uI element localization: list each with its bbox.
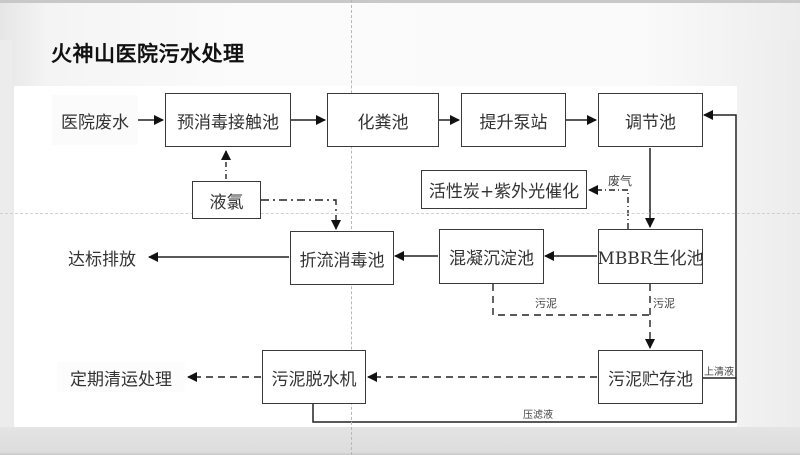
edge-filtrate-return: [312, 378, 737, 423]
node-source: 医院废水: [52, 95, 138, 145]
guide-line-horizontal: [0, 213, 800, 214]
node-pre-disinfection: 预消毒接触池: [165, 93, 291, 147]
node-baffled-disinfection: 折流消毒池: [290, 231, 394, 285]
node-sludge-storage: 污泥贮存池: [598, 350, 703, 404]
node-discharge: 达标排放: [58, 240, 146, 274]
node-coagulation-sedimentation: 混凝沉淀池: [439, 229, 544, 284]
edge-waste-gas: [588, 185, 629, 229]
node-periodic-removal: 定期清运处理: [57, 362, 185, 392]
edge-sedimentation-sludge: [492, 284, 650, 316]
right-shade: [737, 40, 800, 427]
node-gas-treatment: 活性炭+紫外光催化: [421, 170, 587, 209]
edge-supernatant-return: [703, 110, 737, 379]
label-supernatant: 上清液: [704, 367, 734, 378]
node-liquid-chlorine: 液氯: [192, 181, 261, 219]
label-filtrate: 压滤液: [523, 410, 553, 421]
node-sludge-dewatering: 污泥脱水机: [262, 350, 366, 404]
top-border: [0, 0, 800, 3]
edge-chlorine-to-baffled: [261, 199, 341, 230]
guide-line-vertical: [351, 0, 352, 455]
node-pump-station: 提升泵站: [461, 93, 566, 147]
label-sludge-right: 污泥: [653, 297, 675, 310]
node-septic-tank: 化粪池: [327, 93, 439, 147]
node-regulating-tank: 调节池: [598, 93, 703, 147]
page-title: 火神山医院污水处理: [51, 42, 245, 66]
node-mbbr: MBBR生化池: [597, 229, 704, 284]
label-sludge-left: 污泥: [535, 297, 557, 310]
bottom-bar: [0, 427, 800, 455]
label-waste-gas: 废气: [608, 174, 633, 188]
left-shade: [0, 40, 12, 427]
